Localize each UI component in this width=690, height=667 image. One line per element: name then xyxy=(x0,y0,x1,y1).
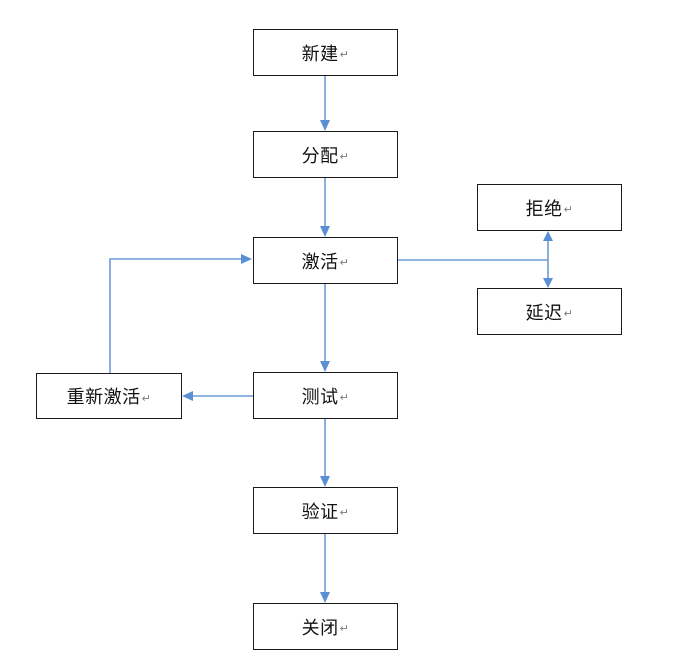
node-defer-label: 延迟 xyxy=(525,302,563,324)
arrow-new-to-assign xyxy=(320,120,330,131)
node-reject: 拒绝↵ xyxy=(477,184,622,231)
node-new: 新建↵ xyxy=(253,29,398,76)
node-new-label: 新建 xyxy=(301,43,339,65)
node-close: 关闭↵ xyxy=(253,603,398,650)
node-reactivate: 重新激活↵ xyxy=(36,373,182,419)
arrow-branch-to-defer xyxy=(543,278,553,288)
paragraph-mark-icon: ↵ xyxy=(339,256,350,269)
node-defer: 延迟↵ xyxy=(477,288,622,335)
paragraph-mark-icon: ↵ xyxy=(339,622,350,635)
paragraph-mark-icon: ↵ xyxy=(339,391,350,404)
node-assign: 分配↵ xyxy=(253,131,398,178)
arrow-test-to-verify xyxy=(320,476,330,487)
arrow-activate-to-test xyxy=(320,361,330,372)
node-reactivate-label: 重新激活 xyxy=(66,387,141,408)
arrow-branch-to-reject xyxy=(543,231,553,241)
paragraph-mark-icon: ↵ xyxy=(339,506,350,519)
node-test: 测试↵ xyxy=(253,372,398,419)
paragraph-mark-icon: ↵ xyxy=(563,307,574,320)
node-activate-label: 激活 xyxy=(301,251,339,273)
node-verify-label: 验证 xyxy=(301,501,339,523)
paragraph-mark-icon: ↵ xyxy=(563,203,574,216)
paragraph-mark-icon: ↵ xyxy=(339,150,350,163)
node-activate: 激活↵ xyxy=(253,237,398,284)
paragraph-mark-icon: ↵ xyxy=(141,391,152,405)
node-reject-label: 拒绝 xyxy=(525,198,563,220)
arrow-verify-to-close xyxy=(320,592,330,603)
node-assign-label: 分配 xyxy=(301,145,339,167)
arrow-test-to-reactivate xyxy=(182,391,193,401)
paragraph-mark-icon: ↵ xyxy=(339,48,350,61)
arrow-assign-to-activate xyxy=(320,226,330,237)
edge-reactivate-to-activate xyxy=(109,258,241,373)
node-verify: 验证↵ xyxy=(253,487,398,534)
arrow-reactivate-to-activate xyxy=(241,254,252,264)
node-test-label: 测试 xyxy=(301,386,339,408)
node-close-label: 关闭 xyxy=(301,617,339,639)
